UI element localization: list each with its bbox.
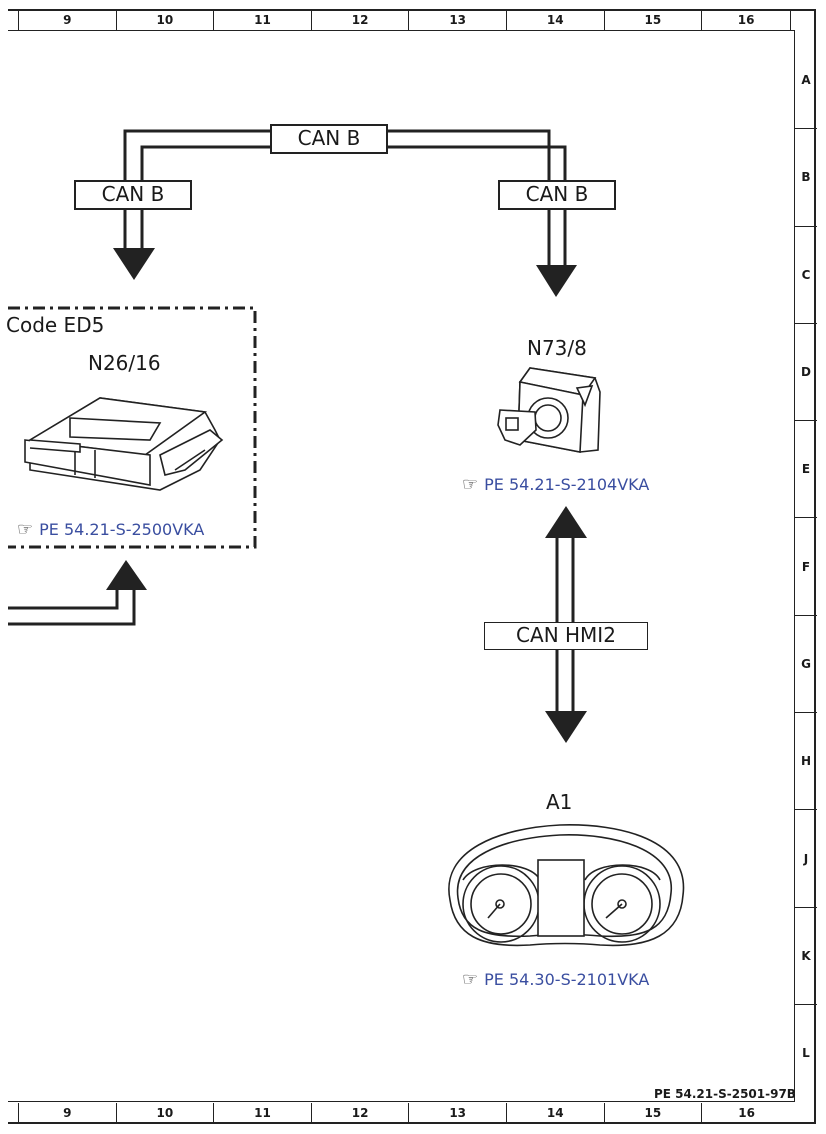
arrow-down-a1: [545, 711, 587, 743]
frame-border: [8, 9, 816, 1124]
column-label: 14: [505, 10, 604, 30]
can-b-right-line: [547, 209, 567, 266]
row-label: E: [795, 420, 817, 517]
a1-label: A1: [546, 790, 573, 814]
n26-16-reference[interactable]: ☞ PE 54.21-S-2500VKA: [17, 519, 204, 540]
column-label: 16: [701, 1103, 791, 1123]
reference-text: PE 54.30-S-2101VKA: [484, 970, 650, 989]
column-label: 14: [505, 1103, 604, 1123]
column-label: 13: [408, 10, 506, 30]
arrow-up-n26: [106, 560, 147, 590]
row-label: A: [801, 72, 811, 87]
code-ed5-boundary: [8, 306, 257, 549]
column-grid-bottom: 9 10 11 12 13 14 15 16: [10, 1103, 791, 1123]
control-unit-icon: [24, 397, 224, 491]
column-label: 11: [213, 1103, 311, 1123]
column-label: 9: [18, 1103, 116, 1123]
row-label: D: [795, 322, 817, 420]
can-b-label-right: CAN B: [498, 180, 616, 210]
column-label: 15: [603, 1103, 702, 1123]
row-label: H: [795, 712, 817, 809]
row-label: F: [795, 517, 817, 614]
column-label: 9: [18, 10, 116, 30]
n26-16-label: N26/16: [88, 351, 161, 375]
column-label: 11: [213, 10, 311, 30]
can-hmi2-label: CAN HMI2: [484, 622, 648, 650]
column-label: 10: [115, 1103, 214, 1123]
row-label: J: [795, 809, 817, 906]
inner-border: [8, 30, 795, 1102]
pointing-hand-icon: ☞: [462, 969, 479, 990]
reference-text: PE 54.21-S-2104VKA: [484, 475, 650, 494]
document-reference: PE 54.21-S-2501-97B: [654, 1087, 796, 1101]
column-label: 15: [603, 10, 702, 30]
pointing-hand-icon: ☞: [462, 474, 479, 495]
can-b-label-left: CAN B: [74, 180, 192, 210]
row-label: C: [795, 225, 817, 323]
column-label: 12: [310, 1103, 409, 1123]
ignition-switch-icon: [497, 367, 601, 453]
input-line-n26: [8, 588, 136, 626]
arrow-down-n26: [113, 248, 155, 280]
column-label: 13: [408, 1103, 506, 1123]
column-label: 16: [701, 10, 792, 30]
can-b-left-line: [123, 209, 144, 250]
row-grid-right: A B C D E F G H J K L: [795, 31, 817, 1101]
reference-text: PE 54.21-S-2500VKA: [39, 520, 205, 539]
column-label: 10: [115, 10, 214, 30]
column-grid-top: 9 10 11 12 13 14 15 16: [10, 10, 792, 30]
row-label: B: [795, 128, 817, 225]
a1-reference[interactable]: ☞ PE 54.30-S-2101VKA: [462, 969, 649, 990]
column-label: 12: [310, 10, 409, 30]
instrument-cluster-icon: [448, 824, 685, 947]
row-label: K: [795, 906, 817, 1004]
row-label: G: [795, 614, 817, 712]
code-ed5-label: Code ED5: [6, 313, 105, 337]
row-label: L: [795, 1003, 817, 1101]
n73-8-reference[interactable]: ☞ PE 54.21-S-2104VKA: [462, 474, 649, 495]
can-b-label-top: CAN B: [270, 124, 388, 154]
pointing-hand-icon: ☞: [17, 519, 34, 540]
arrow-down-n73: [536, 265, 577, 297]
n73-8-label: N73/8: [527, 336, 587, 360]
arrow-up-n73: [545, 506, 587, 538]
